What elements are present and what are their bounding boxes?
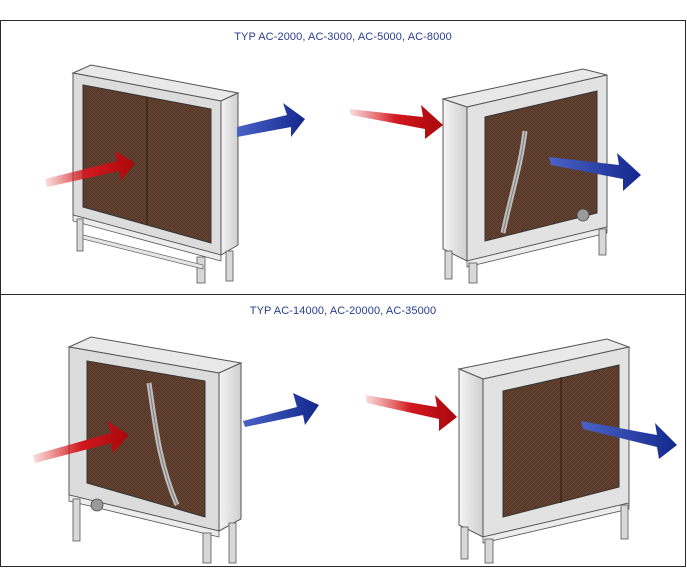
panel-large-units: TYP AC-14000, AC-20000, AC-35000: [0, 294, 686, 567]
caption-large-units: TYP AC-14000, AC-20000, AC-35000: [249, 305, 437, 317]
panel-small-units: TYP AC-2000, AC-3000, AC-5000, AC-8000: [0, 20, 686, 295]
inflow-arrow-1: [45, 151, 135, 187]
diagram-small-units: [45, 64, 641, 284]
outflow-arrow-3: [243, 393, 319, 427]
unit-front-view-2: [67, 336, 243, 564]
unit-rear-view-2: [457, 338, 631, 564]
diagram-large-units: [33, 336, 677, 564]
inflow-arrow-2: [349, 105, 443, 139]
outflow-arrow-4: [581, 421, 677, 459]
unit-front-view-1: [71, 64, 240, 284]
unit-rear-view-1: [441, 68, 608, 284]
inflow-arrow-4: [365, 395, 457, 431]
caption-small-units: TYP AC-2000, AC-3000, AC-5000, AC-8000: [234, 31, 452, 43]
outflow-arrow-2: [549, 153, 641, 191]
inflow-arrow-3: [33, 421, 129, 463]
outflow-arrow-1: [237, 103, 305, 137]
